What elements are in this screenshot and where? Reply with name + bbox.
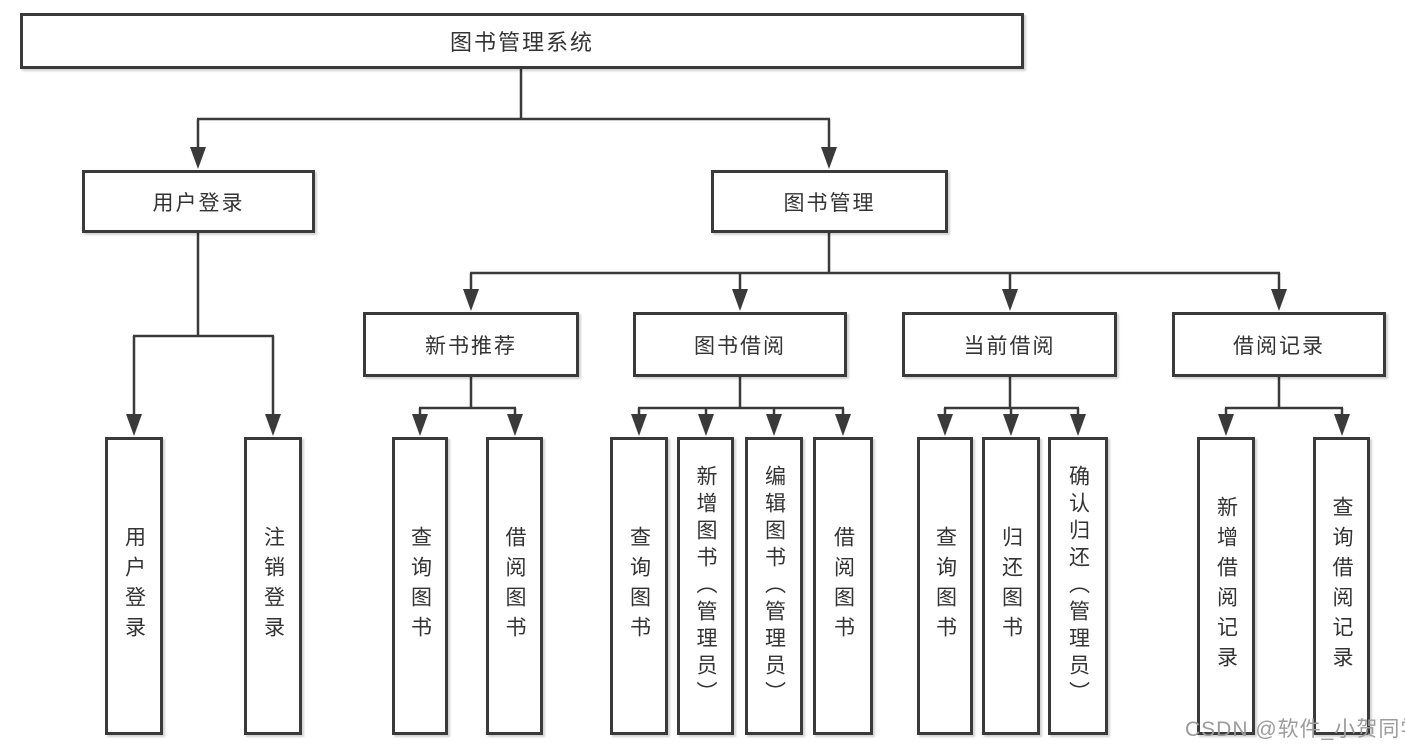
leaf-add-books-admin-label: 新增图书（管理员）: [694, 464, 717, 708]
leaf-confirm-return-admin-label: 确认归还（管理员）: [1066, 464, 1090, 708]
leaf-query-borrow-record: 查询借阅记录: [1313, 437, 1370, 735]
csdn-watermark: CSDN @软件_小贺同学: [1185, 718, 1405, 741]
node-new-book-recommendation: 新书推荐: [363, 312, 579, 377]
node-book-management: 图书管理: [711, 170, 948, 233]
node-borrowing-records: 借阅记录: [1172, 312, 1386, 377]
leaf-query-books-recommend-label: 查询图书: [408, 526, 432, 646]
leaf-edit-books-admin-label: 编辑图书（管理员）: [762, 464, 786, 708]
leaf-query-books-borrowing: 查询图书: [610, 437, 668, 735]
leaf-query-books-current-label: 查询图书: [933, 526, 957, 646]
leaf-return-books-label: 归还图书: [999, 526, 1023, 646]
node-library-system: 图书管理系统: [20, 13, 1024, 69]
leaf-confirm-return-admin: 确认归还（管理员）: [1048, 437, 1108, 735]
leaf-edit-books-admin: 编辑图书（管理员）: [745, 437, 803, 735]
leaf-borrow-books-label: 借阅图书: [831, 526, 855, 646]
leaf-query-books-current: 查询图书: [917, 437, 973, 735]
connector-strokes: [132, 69, 1344, 415]
leaf-user-login: 用户登录: [105, 437, 163, 735]
leaf-borrow-books-recommend-label: 借阅图书: [503, 526, 526, 646]
leaf-borrow-books-recommend: 借阅图书: [486, 437, 543, 735]
leaf-return-books: 归还图书: [982, 437, 1040, 735]
leaf-add-borrow-record: 新增借阅记录: [1197, 437, 1255, 735]
leaf-logout: 注销登录: [244, 437, 302, 735]
connector-arrowheads: [126, 147, 1350, 436]
leaf-borrow-books: 借阅图书: [813, 437, 873, 735]
leaf-query-borrow-record-label: 查询借阅记录: [1330, 496, 1353, 676]
leaf-user-login-label: 用户登录: [122, 526, 146, 646]
leaf-query-books-borrowing-label: 查询图书: [627, 526, 651, 646]
leaf-add-borrow-record-label: 新增借阅记录: [1214, 496, 1238, 676]
node-current-borrowing: 当前借阅: [902, 312, 1117, 377]
leaf-logout-label: 注销登录: [261, 526, 285, 646]
node-user-login: 用户登录: [82, 170, 315, 233]
leaf-query-books-recommend: 查询图书: [392, 437, 448, 735]
node-book-borrowing: 图书借阅: [633, 312, 847, 377]
leaf-add-books-admin: 新增图书（管理员）: [677, 437, 734, 735]
